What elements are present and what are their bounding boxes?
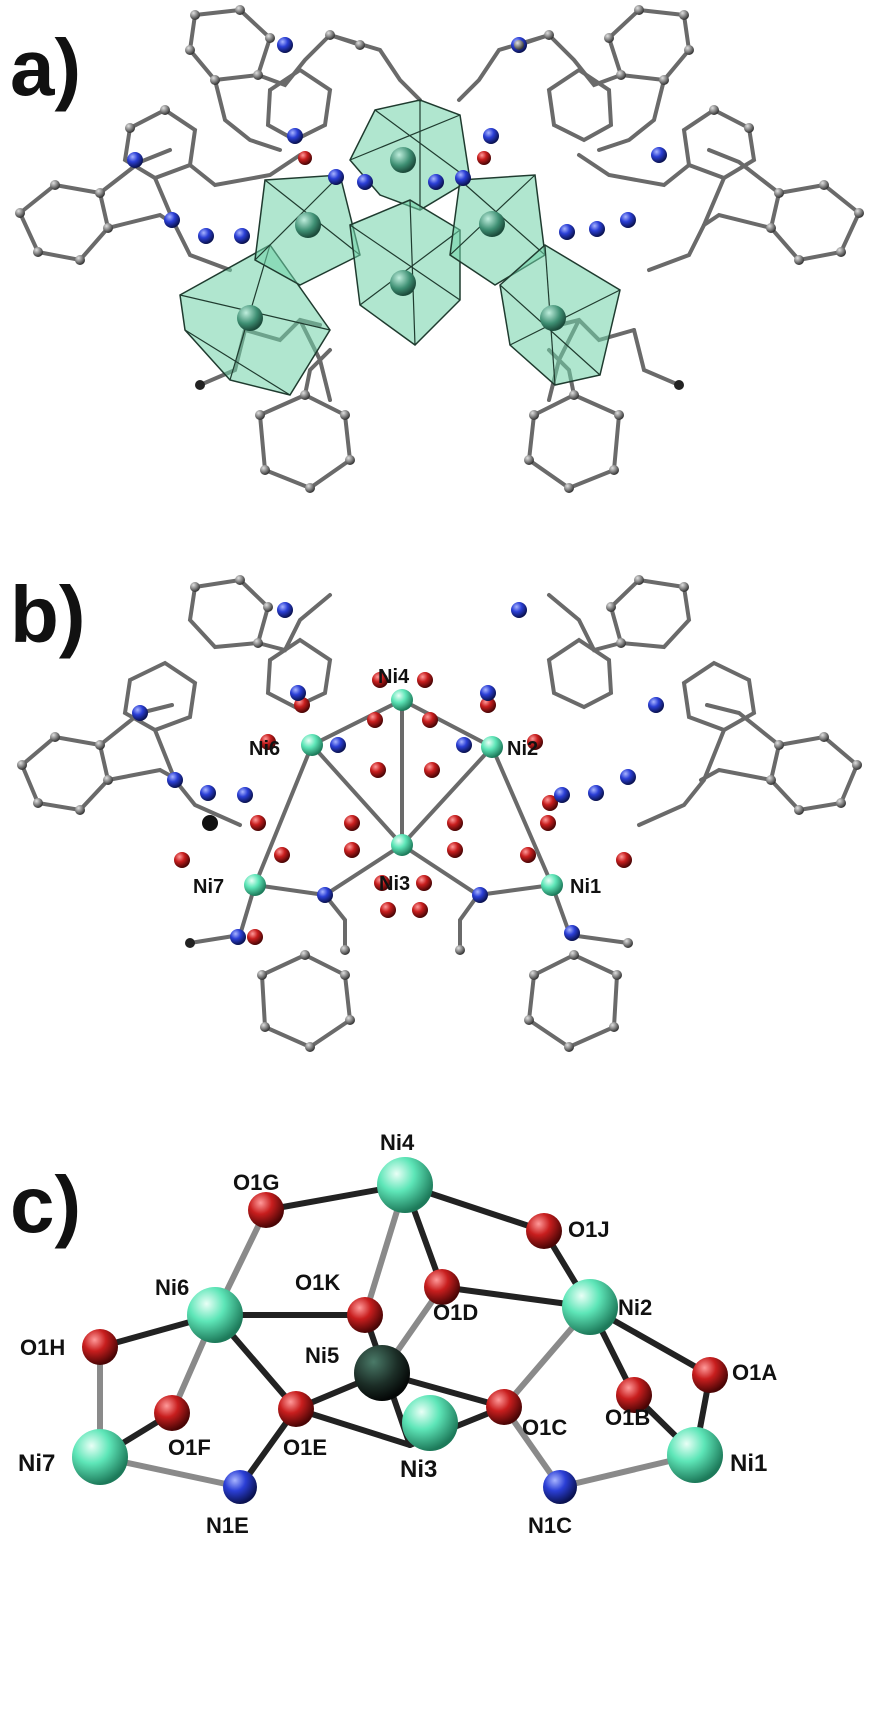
oxygen-atom-o1c <box>486 1389 522 1425</box>
label-ni6: Ni6 <box>249 738 280 760</box>
label-o1d: O1D <box>433 1300 478 1325</box>
label-o1h: O1H <box>20 1335 65 1360</box>
nickel-atom-ni2 <box>562 1279 618 1335</box>
panel-a: a) <box>0 0 879 540</box>
oxygen-atom-o1g <box>248 1192 284 1228</box>
panel-label-a: a) <box>10 23 82 112</box>
nickel-atoms-b <box>244 689 563 896</box>
label-ni7: Ni7 <box>18 1450 55 1477</box>
oxygen-atom-o1j <box>526 1213 562 1249</box>
label-ni3: Ni3 <box>400 1456 437 1483</box>
carbon-atoms-a <box>15 5 864 493</box>
polyhedral-structure-a <box>15 5 864 493</box>
label-n1c: N1C <box>528 1513 572 1538</box>
coordination-polyhedra <box>179 99 621 396</box>
panel-label-c: c) <box>10 1160 82 1249</box>
label-ni4: Ni4 <box>378 666 410 688</box>
nickel-atom <box>390 147 416 173</box>
core-atoms-c <box>72 1157 728 1504</box>
atom-labels-c: Ni4 O1G O1J Ni6 O1K O1D Ni2 O1H Ni5 O1A … <box>18 1130 777 1538</box>
nickel-atom <box>237 305 263 331</box>
oxygen-atom-o1b <box>616 1377 652 1413</box>
label-ni1: Ni1 <box>730 1450 767 1477</box>
nickel-centers-a <box>237 147 566 331</box>
nitrogen-atoms-b <box>132 602 664 945</box>
panel-b: b) <box>0 565 879 1105</box>
nickel-atom-ni2 <box>481 736 503 758</box>
label-o1a: O1A <box>732 1360 777 1385</box>
label-o1g: O1G <box>233 1170 279 1195</box>
core-structure-c: Ni4 O1G O1J Ni6 O1K O1D Ni2 O1H Ni5 O1A … <box>18 1130 777 1538</box>
label-o1e: O1E <box>283 1435 327 1460</box>
nickel-atom-ni1 <box>667 1427 723 1483</box>
label-ni3: Ni3 <box>379 873 410 895</box>
ligand-framework-b <box>19 577 860 1050</box>
label-ni7: Ni7 <box>193 876 224 898</box>
nickel-atom-ni7 <box>72 1429 128 1485</box>
oxygen-atom-o1h <box>82 1329 118 1365</box>
nickel-atom-ni1 <box>541 874 563 896</box>
oxygen-atom-o1a <box>692 1357 728 1393</box>
nickel-atom <box>390 270 416 296</box>
label-o1j: O1J <box>568 1217 610 1242</box>
carbon-atoms-b <box>17 575 862 1052</box>
nickel-atom-ni5 <box>354 1345 410 1401</box>
label-o1f: O1F <box>168 1435 211 1460</box>
label-ni4: Ni4 <box>380 1130 415 1155</box>
nitrogen-atom-n1c <box>543 1470 577 1504</box>
ball-stick-structure-b: Ni4 Ni6 Ni2 Ni3 Ni7 Ni1 <box>17 575 862 1052</box>
label-ni1: Ni1 <box>570 876 601 898</box>
nickel-atom-ni6 <box>301 734 323 756</box>
nickel-atom-ni7 <box>244 874 266 896</box>
heteroatoms-a <box>127 37 667 244</box>
label-o1b: O1B <box>605 1405 650 1430</box>
nickel-atom-ni3 <box>391 834 413 856</box>
label-n1e: N1E <box>206 1513 249 1538</box>
oxygen-atom-o1d <box>424 1269 460 1305</box>
oxygen-atom-o1e <box>278 1391 314 1427</box>
oxygen-atom-o1f <box>154 1395 190 1431</box>
nickel-atom <box>479 211 505 237</box>
nickel-atom <box>295 212 321 238</box>
panel-label-b: b) <box>10 570 86 659</box>
nickel-atom <box>540 305 566 331</box>
nickel-atom-ni4 <box>391 689 413 711</box>
label-ni2: Ni2 <box>507 738 538 760</box>
label-o1c: O1C <box>522 1415 567 1440</box>
nickel-atom-ni6 <box>187 1287 243 1343</box>
nitrogen-atom-n1e <box>223 1470 257 1504</box>
label-ni5: Ni5 <box>305 1343 339 1368</box>
panel-c: c) <box>0 1125 879 1731</box>
label-o1k: O1K <box>295 1270 340 1295</box>
atom-labels-b: Ni4 Ni6 Ni2 Ni3 Ni7 Ni1 <box>193 666 601 898</box>
nickel-atom-ni4 <box>377 1157 433 1213</box>
oxygen-atom-o1k <box>347 1297 383 1333</box>
label-ni2: Ni2 <box>618 1295 652 1320</box>
label-ni6: Ni6 <box>155 1275 189 1300</box>
nickel-atom-ni3 <box>402 1395 458 1451</box>
